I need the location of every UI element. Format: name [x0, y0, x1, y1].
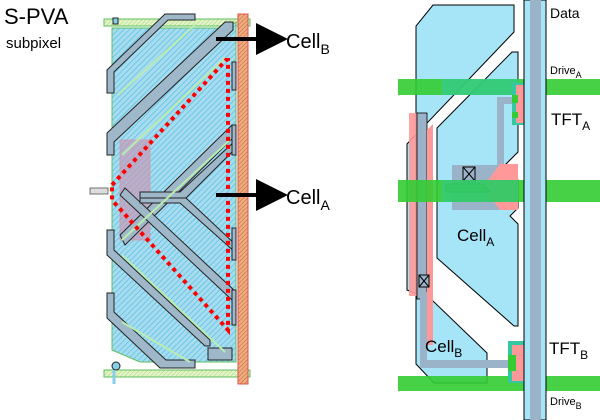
- label-drive-a: DriveA: [550, 65, 582, 80]
- via-cell-a: [462, 166, 476, 182]
- label-cell-a: CellA: [457, 226, 494, 249]
- cell-b-callout: CellB: [286, 31, 330, 57]
- label-data: Data: [550, 5, 580, 21]
- via-bottom: [111, 361, 121, 371]
- via-cell-b: [418, 274, 430, 288]
- label-cell-b: CellB: [425, 337, 462, 360]
- right-schematic: [398, 0, 600, 420]
- tft-a-drain: [497, 97, 512, 170]
- via-top: [112, 17, 119, 25]
- gate-middle-line: [398, 180, 600, 202]
- storage-line-b-edge: [427, 124, 433, 345]
- data-line: [237, 13, 249, 385]
- tft-a: [512, 83, 526, 125]
- electrode-edges: [117, 23, 231, 363]
- cell-b-electrode: [406, 4, 515, 384]
- label-tft-a: TFTA: [551, 110, 590, 133]
- bottom-gate-line: [103, 369, 251, 378]
- drive-a-overlap: [442, 79, 519, 95]
- title-main: S-PVA: [4, 4, 69, 29]
- title-sub: subpixel: [6, 35, 61, 52]
- gate-middle-overlap: [442, 180, 518, 202]
- data-line-metal: [530, 0, 541, 420]
- cell-b-trace: [420, 292, 514, 368]
- label-tft-b: TFTB: [549, 339, 588, 362]
- label-drive-b: DriveB: [550, 396, 582, 411]
- left-subpixel-layout: [89, 13, 251, 385]
- tft-b: [508, 341, 526, 383]
- gate-input-stub: [89, 187, 109, 195]
- cell-a-callout: CellA: [286, 187, 330, 213]
- cell-b-conductor: [416, 112, 428, 300]
- drive-b-line: [398, 376, 600, 391]
